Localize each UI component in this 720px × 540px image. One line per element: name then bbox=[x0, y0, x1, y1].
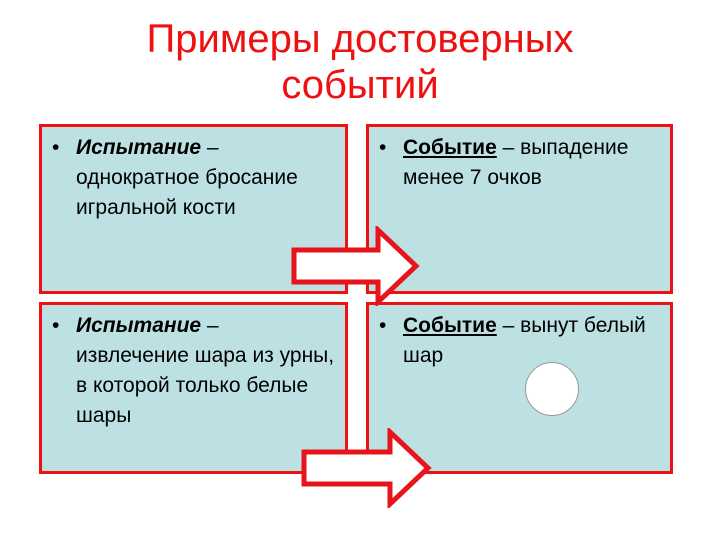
bullet-dot: • bbox=[52, 314, 60, 337]
title-line-2: событий bbox=[281, 63, 439, 107]
trial-description: – извлечение шара из урны, в которой тол… bbox=[76, 314, 335, 427]
trial-text-1: • Испытание – однократное бросание играль… bbox=[52, 133, 337, 223]
event-box-1: • Событие – выпадение менее 7 очков bbox=[366, 124, 673, 294]
trial-text-2: • Испытание – извлечение шара из урны, в … bbox=[52, 311, 337, 431]
event-box-2: • Событие – вынут белый шар bbox=[366, 302, 673, 474]
event-term: Событие bbox=[403, 136, 497, 159]
trial-term: Испытание bbox=[76, 314, 202, 337]
white-ball bbox=[525, 362, 579, 416]
right-arrow-icon bbox=[301, 428, 432, 508]
trial-box-2: • Испытание – извлечение шара из урны, в … bbox=[39, 302, 348, 474]
slide-title: Примеры достоверных событий bbox=[60, 16, 660, 108]
event-description: – вынут белый шар bbox=[403, 314, 646, 367]
event-description: – выпадение менее 7 очков bbox=[403, 136, 629, 189]
event-text-2: • Событие – вынут белый шар bbox=[379, 311, 662, 371]
title-line-1: Примеры достоверных bbox=[146, 17, 574, 61]
bullet-dot: • bbox=[379, 314, 387, 337]
bullet-dot: • bbox=[52, 136, 60, 159]
event-term: Событие bbox=[403, 314, 497, 337]
event-text-1: • Событие – выпадение менее 7 очков bbox=[379, 133, 662, 193]
trial-term: Испытание bbox=[76, 136, 202, 159]
trial-box-1: • Испытание – однократное бросание играль… bbox=[39, 124, 348, 294]
bullet-dot: • bbox=[379, 136, 387, 159]
right-arrow-icon bbox=[291, 226, 420, 306]
trial-description: – однократное бросание игральной кости bbox=[76, 136, 298, 219]
